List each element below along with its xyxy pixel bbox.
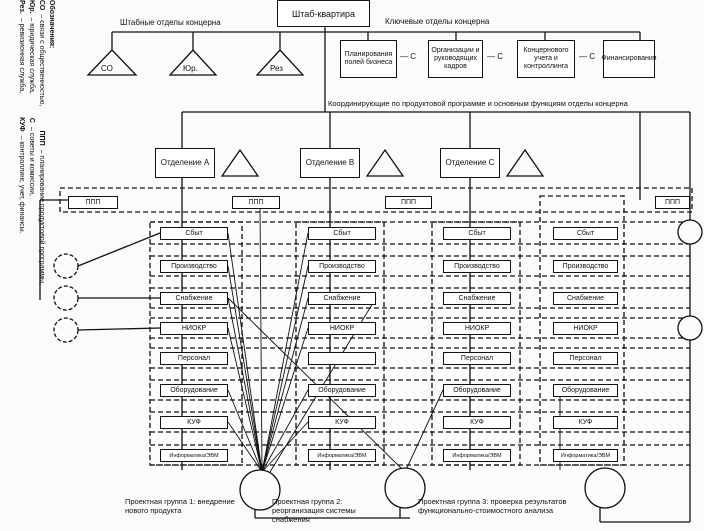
ppp-box: ППП [232, 196, 280, 209]
function-box-a: КУФ [160, 416, 228, 429]
function-box-a: НИОКР [160, 322, 228, 335]
key-dept-finance: Финансирования [601, 40, 657, 78]
staff-label: Штабные отделы концерна [120, 18, 221, 27]
function-box-d: Снабжение [553, 292, 618, 305]
function-box-c: Производство [443, 260, 511, 273]
legend-abbr: С [28, 117, 35, 123]
function-box-b: Снабжение [308, 292, 376, 305]
ppp-box: ППП [655, 196, 690, 209]
staff-co: СО [101, 64, 113, 73]
legend-abbr: КУФ [18, 117, 25, 132]
legend-text: – советы и комиссии, [28, 126, 35, 197]
council-mark: — С [579, 52, 595, 61]
key-dept-organization: Организации и руководящих кадров [428, 40, 483, 78]
staff-rez: Рез [270, 64, 283, 73]
legend-text: – ревизионная служба, [18, 17, 25, 94]
project-group-3: Проектная группа 3: проверка результатов… [418, 497, 567, 515]
function-box-d: Персонал [553, 352, 618, 365]
division-c: Отделение C [440, 148, 500, 178]
legend-text: – планирование продуктовой программы, [38, 149, 45, 285]
division-b: Отделение B [300, 148, 360, 178]
function-box-d: КУФ [553, 416, 618, 429]
function-box-c: Информатика/ЭВМ [443, 449, 511, 462]
function-box-a: Производство [160, 260, 228, 273]
coordination-label: Координирующие по продуктовой программе … [328, 99, 628, 108]
legend-abbr: СО [38, 0, 45, 11]
function-box-c: Оборудование [443, 384, 511, 397]
function-box-d: НИОКР [553, 322, 618, 335]
division-a: Отделение А [155, 148, 215, 178]
function-box-a: Снабжение [160, 292, 228, 305]
project-group-1: Проектная группа 1: внедрение нового про… [125, 497, 235, 515]
function-box-a: Оборудование [160, 384, 228, 397]
legend-text: – юридическая служба, [28, 17, 35, 94]
council-mark: — С [487, 52, 503, 61]
legend-abbr: Юр. [28, 0, 35, 14]
function-box-d: Оборудование [553, 384, 618, 397]
function-box-b: Сбыт [308, 227, 376, 240]
legend-text: – контроллинг, учет, финансы. [18, 135, 25, 234]
function-box-d: Сбыт [553, 227, 618, 240]
legend-text: – связи с общественностью, [38, 14, 45, 107]
ppp-box: ППП [385, 196, 432, 209]
function-box-c: Сбыт [443, 227, 511, 240]
legend-abbr: Рез. [18, 0, 25, 14]
function-box-c: Снабжение [443, 292, 511, 305]
legend-abbr: ППП [38, 130, 45, 146]
function-box-b [308, 352, 376, 365]
ppp-box: ППП [68, 196, 118, 209]
key-dept-planning: Планирования полей бизнеса [340, 40, 397, 78]
hq-box: Штаб-квартира [277, 0, 370, 27]
function-box-a: Персонал [160, 352, 228, 365]
key-label: Ключевые отделы концерна [385, 17, 490, 26]
legend: Обозначения: СО – связи с общественностью… [16, 0, 56, 285]
staff-triangle-rez [255, 49, 305, 76]
function-box-b: Оборудование [308, 384, 376, 397]
project-group-2: Проектная группа 2: реорганизация систем… [272, 497, 356, 524]
function-box-b: КУФ [308, 416, 376, 429]
function-box-a: Информатика/ЭВМ [160, 449, 228, 462]
function-box-b: Производство [308, 260, 376, 273]
key-dept-accounting: Концернового учета и контроллинга [517, 40, 575, 78]
function-box-c: Персонал [443, 352, 511, 365]
function-box-d: Информатика/ЭВМ [553, 449, 618, 462]
function-box-c: НИОКР [443, 322, 511, 335]
function-box-d: Производство [553, 260, 618, 273]
staff-triangle-jur [168, 49, 218, 76]
function-box-b: НИОКР [308, 322, 376, 335]
staff-triangle-co [86, 49, 138, 76]
legend-title: Обозначения: [48, 0, 55, 49]
function-box-c: КУФ [443, 416, 511, 429]
staff-jur: Юр. [183, 64, 198, 73]
function-box-a: Сбыт [160, 227, 228, 240]
function-box-b: Информатика/ЭВМ [308, 449, 376, 462]
council-mark: — С [400, 52, 416, 61]
